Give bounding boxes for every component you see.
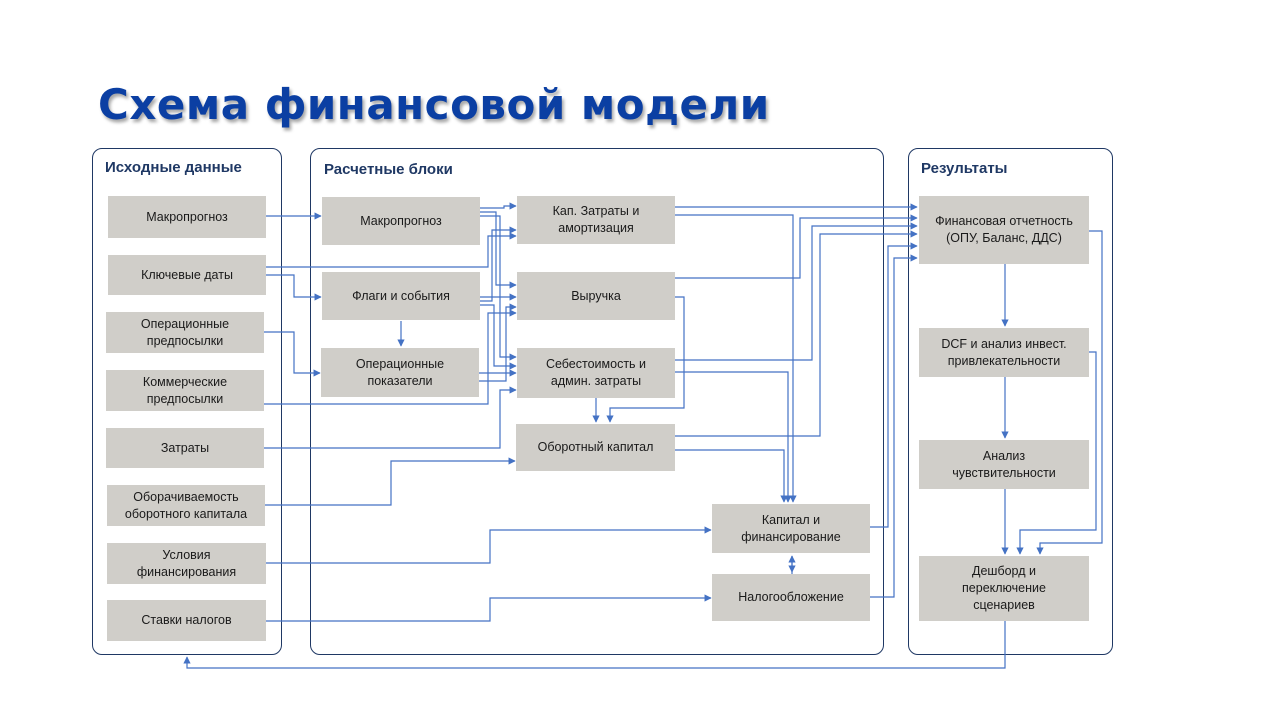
input-working-capital-turnover[interactable]: Оборачиваемость оборотного капитала [107, 485, 265, 526]
result-sensitivity-analysis[interactable]: Анализ чувствительности [919, 440, 1089, 489]
calc-macro-forecast[interactable]: Макропрогноз [322, 197, 480, 245]
inputs-panel-title: Исходные данные [105, 159, 242, 176]
input-financing-terms[interactable]: Условия финансирования [107, 543, 266, 584]
calc-capital-financing[interactable]: Капитал и финансирование [712, 504, 870, 553]
calc-cogs-admin[interactable]: Себестоимость и админ. затраты [517, 348, 675, 398]
results-panel-title: Результаты [921, 160, 1008, 177]
calc-panel-title: Расчетные блоки [324, 161, 453, 178]
calc-taxation[interactable]: Налогообложение [712, 574, 870, 621]
calc-capex-depreciation[interactable]: Кап. Затраты и амортизация [517, 196, 675, 244]
input-tax-rates[interactable]: Ставки налогов [107, 600, 266, 641]
input-operational-assumptions[interactable]: Операционные предпосылки [106, 312, 264, 353]
calc-flags-events[interactable]: Флаги и события [322, 272, 480, 320]
input-costs[interactable]: Затраты [106, 428, 264, 468]
result-financial-statements[interactable]: Финансовая отчетность (ОПУ, Баланс, ДДС) [919, 196, 1089, 264]
result-dcf-analysis[interactable]: DCF и анализ инвест. привлекательности [919, 328, 1089, 377]
input-key-dates[interactable]: Ключевые даты [108, 255, 266, 295]
input-macro-forecast[interactable]: Макропрогноз [108, 196, 266, 238]
calc-operational-indicators[interactable]: Операционные показатели [321, 348, 479, 397]
calc-revenue[interactable]: Выручка [517, 272, 675, 320]
calc-working-capital[interactable]: Оборотный капитал [516, 424, 675, 471]
result-dashboard-scenarios[interactable]: Дешборд и переключение сценариев [919, 556, 1089, 621]
input-commercial-assumptions[interactable]: Коммерческие предпосылки [106, 370, 264, 411]
page-title: Схема финансовой модели [98, 80, 770, 129]
